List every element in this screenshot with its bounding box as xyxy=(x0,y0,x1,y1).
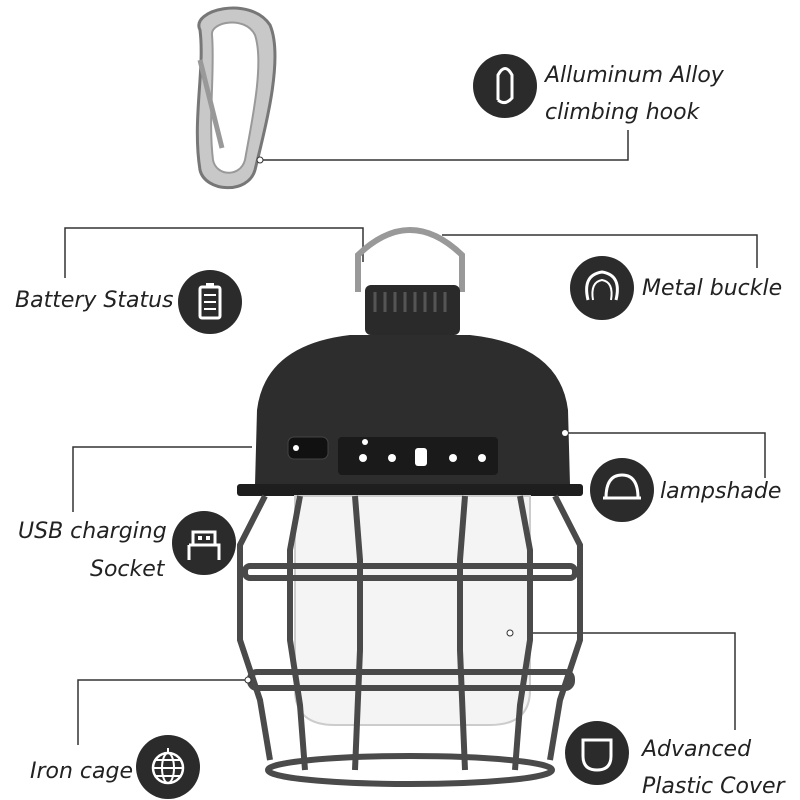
battery-leader xyxy=(64,227,364,278)
carabiner-image xyxy=(195,6,277,190)
buckle-label: Metal buckle xyxy=(642,276,783,301)
hook-label-line2: climbing hook xyxy=(545,100,700,125)
globe-cage-icon xyxy=(136,735,200,799)
lampshade-leader xyxy=(566,432,766,478)
cover-icon xyxy=(565,721,629,785)
usb-leader xyxy=(72,446,252,512)
cover-leader xyxy=(510,632,736,730)
leader-lines xyxy=(64,130,766,745)
usb-icon xyxy=(172,511,236,575)
buckle-leader xyxy=(442,234,758,268)
battery-label: Battery Status xyxy=(15,288,174,313)
cover-label-line2: Plastic Cover xyxy=(642,774,785,799)
hook-label-line1: Alluminum Alloy xyxy=(545,63,724,88)
battery-icon xyxy=(178,270,242,334)
usb-label-line1: USB charging xyxy=(18,519,167,544)
cage-leader xyxy=(77,679,248,745)
buckle-icon xyxy=(570,256,634,320)
lampshade-icon xyxy=(590,458,654,522)
carabiner-icon xyxy=(473,54,537,118)
lantern-image xyxy=(237,227,583,787)
lampshade-label: lampshade xyxy=(660,479,782,504)
cage-label: Iron cage xyxy=(30,759,134,784)
hook-leader xyxy=(262,130,629,161)
cover-label-line1: Advanced xyxy=(642,737,752,762)
usb-label-line2: Socket xyxy=(90,557,165,582)
